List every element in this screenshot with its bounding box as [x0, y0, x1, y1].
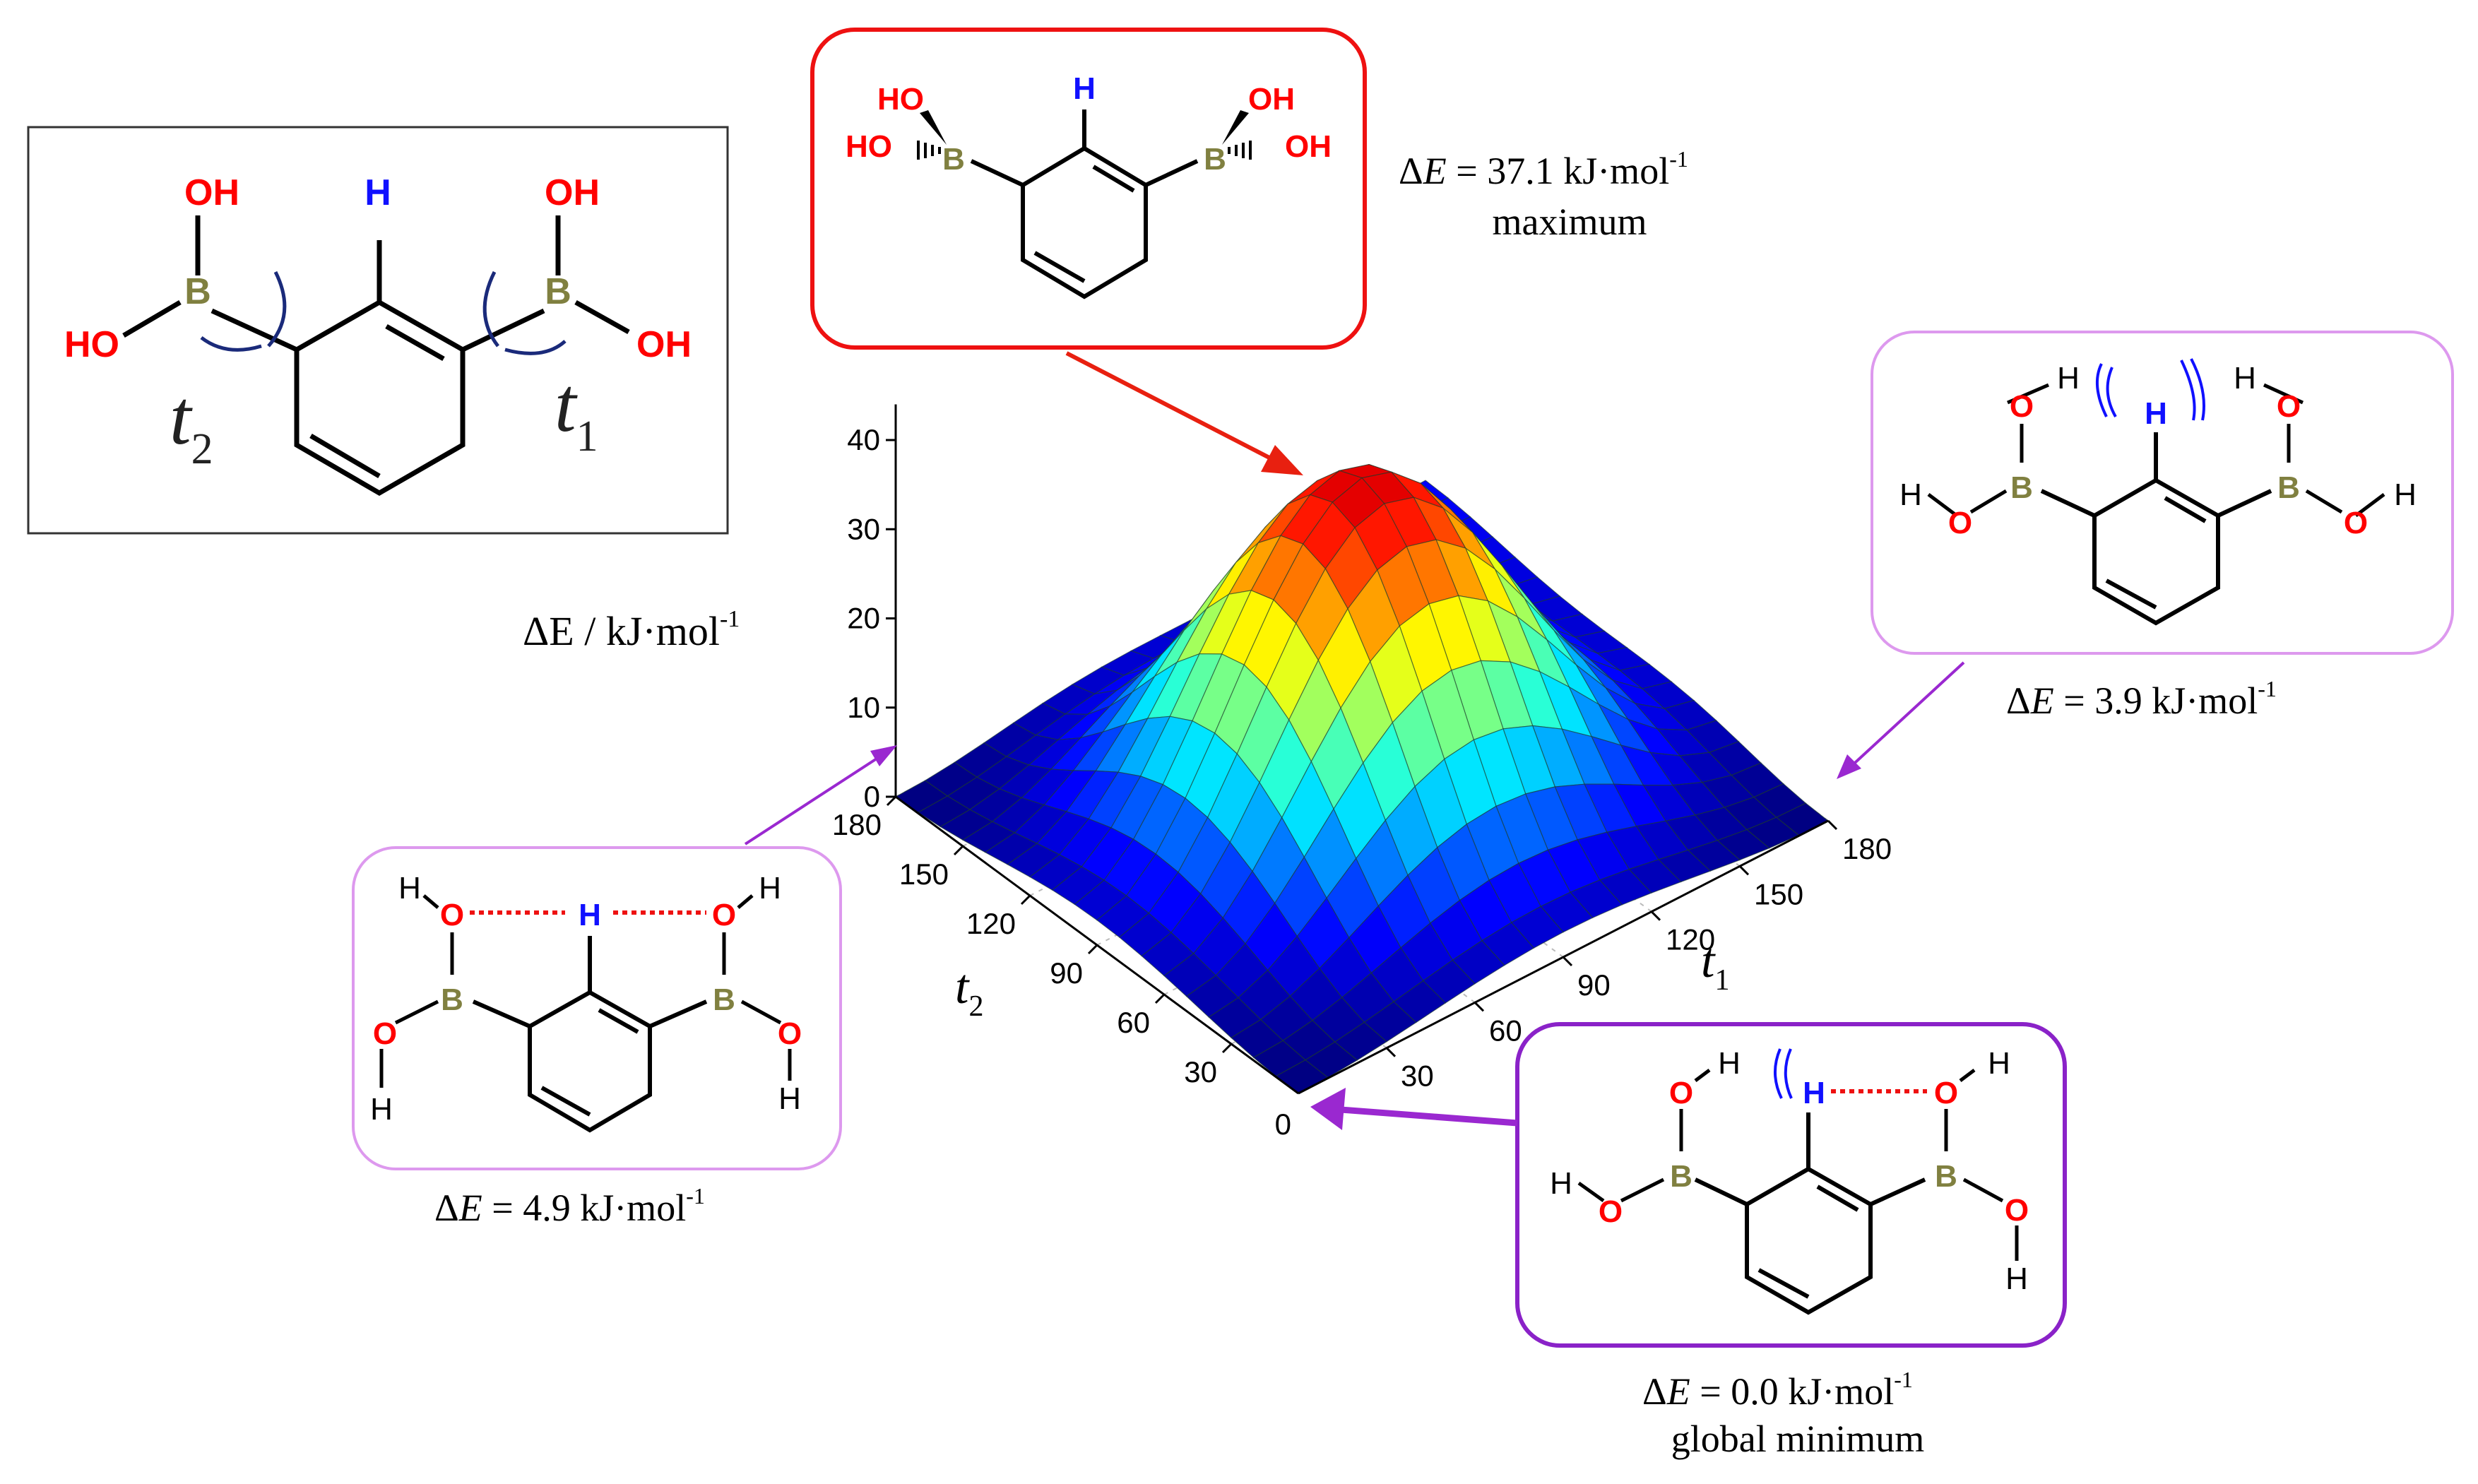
- rotation-arrow-t2: [267, 271, 287, 348]
- legend-ho-left: HO: [64, 324, 119, 365]
- conformer-0-0-caption: global minimum: [1671, 1418, 1925, 1460]
- conf-3-9-h-bottom-left: H: [1899, 477, 1922, 512]
- maximum-energy: ΔE = 37.1 kJ·mol-1: [1399, 146, 1688, 192]
- t1-tick-label: 120: [1666, 923, 1715, 956]
- conf-4-9-h-bottom-right: H: [778, 1081, 801, 1116]
- conf-0-0-o-bottom-right: O: [2005, 1193, 2029, 1228]
- t2-tick-label: 60: [1117, 1006, 1150, 1039]
- conf-4-9-h-bottom-left: H: [370, 1092, 393, 1127]
- torsion-definition-box: H OH OH B B HO OH t2 t1: [27, 126, 729, 535]
- rotation-arrow-t1: [482, 271, 499, 348]
- conf-0-0-h-bottom-left: H: [1550, 1166, 1572, 1201]
- legend-t2-label: t2: [170, 374, 213, 473]
- conf-0-0-h-top-left: H: [1718, 1046, 1741, 1081]
- legend-oh-left: OH: [184, 172, 239, 213]
- maximum-oh-bottom: OH: [1285, 129, 1332, 164]
- t2-tick-label: 90: [1050, 956, 1083, 990]
- conf-4-9-b-right: B: [713, 983, 735, 1017]
- arrow-to-3-9: [1846, 661, 1965, 771]
- maximum-b-left: B: [942, 142, 965, 177]
- conf-0-0-b-right: B: [1935, 1159, 1957, 1194]
- conformer-0-0-frame: [1515, 1022, 2067, 1348]
- t2-axis-label: t2: [955, 960, 983, 1023]
- conf-3-9-o-bottom-right: O: [2344, 506, 2368, 540]
- z-tick-label: 30: [847, 512, 880, 545]
- conf-0-0-b-left: B: [1670, 1159, 1692, 1194]
- legend-oh-right-bottom: OH: [636, 324, 692, 365]
- z-tick-label: 0: [864, 780, 880, 813]
- conformer-4-9-energy: ΔE = 4.9 kJ·mol-1: [434, 1183, 705, 1229]
- origin-tick-label: 0: [1275, 1108, 1291, 1141]
- t1-tick-label: 90: [1577, 968, 1611, 1002]
- z-tick-label: 20: [847, 602, 880, 635]
- conf-4-9-o-top-left: O: [440, 898, 464, 932]
- conf-3-9-o-top-left: O: [2010, 389, 2034, 424]
- conformer-3-9-box: H B B O O O O H H H H: [1871, 331, 2454, 655]
- z-tick-label: 40: [847, 423, 880, 456]
- legend-h-label: H: [364, 172, 391, 213]
- steric-clash-mark-min: [1773, 1048, 1793, 1099]
- conf-4-9-o-bottom-right: O: [778, 1016, 802, 1051]
- conf-4-9-h-top-right: H: [759, 871, 781, 906]
- conf-4-9-h-top-left: H: [398, 871, 421, 906]
- maximum-ho-bottom: HO: [846, 129, 892, 164]
- legend-b-right: B: [545, 271, 571, 312]
- t1-tick-label: 180: [1842, 832, 1892, 865]
- t1-tick-label: 30: [1401, 1059, 1434, 1093]
- t2-tick-label: 120: [966, 907, 1016, 940]
- conf-0-0-h-top-right: H: [1988, 1046, 2010, 1081]
- conf-0-0-o-top-right: O: [1934, 1076, 1958, 1110]
- legend-b-left: B: [184, 271, 211, 312]
- legend-t1-label: t1: [555, 362, 598, 461]
- steric-clash-marks: [2095, 358, 2205, 421]
- t2-tick-label: 150: [899, 857, 949, 891]
- conf-3-9-h-bottom-right: H: [2394, 477, 2417, 512]
- conf-3-9-h-top-right: H: [2234, 361, 2256, 396]
- maximum-h-label: H: [1073, 71, 1096, 106]
- legend-box-frame: [27, 126, 729, 535]
- arrow-to-maximum: [1065, 351, 1294, 472]
- conf-0-0-o-bottom-left: O: [1599, 1194, 1623, 1229]
- maximum-oh-top: OH: [1248, 82, 1295, 117]
- conformer-3-9-energy: ΔE = 3.9 kJ·mol-1: [2006, 676, 2277, 722]
- pointer-arrows: [744, 351, 1965, 1130]
- conf-3-9-o-bottom-left: O: [1948, 506, 1972, 540]
- conf-3-9-o-top-right: O: [2277, 389, 2301, 424]
- conformer-3-9-frame: [1871, 331, 2454, 655]
- conf-3-9-central-h: H: [2145, 396, 2167, 431]
- conf-4-9-o-bottom-left: O: [373, 1016, 397, 1051]
- conf-3-9-b-left: B: [2010, 470, 2033, 505]
- conformer-4-9-frame: [352, 846, 842, 1170]
- maximum-box-frame: [810, 28, 1367, 350]
- energy-surface-mesh: [894, 463, 1830, 1094]
- arrow-to-4-9: [744, 751, 888, 845]
- maximum-ho-top: HO: [877, 82, 924, 117]
- conf-4-9-b-left: B: [441, 983, 463, 1017]
- conf-0-0-h-bottom-right: H: [2005, 1262, 2028, 1296]
- z-tick-label: 10: [847, 691, 880, 724]
- arrow-to-0-0: [1331, 1105, 1518, 1127]
- maximum-caption: maximum: [1493, 201, 1647, 243]
- conf-4-9-central-h: H: [579, 898, 601, 932]
- z-axis-label: ΔE / kJ·mol-1: [523, 606, 740, 654]
- conf-0-0-o-top-left: O: [1669, 1076, 1693, 1110]
- conformer-0-0-energy: ΔE = 0.0 kJ·mol-1: [1642, 1367, 1913, 1413]
- conformer-0-0-box: H B B O O O O H H H H: [1515, 1022, 2067, 1348]
- t2-tick-label: 180: [832, 808, 882, 841]
- legend-oh-right-top: OH: [545, 172, 600, 213]
- t1-tick-label: 150: [1754, 877, 1803, 910]
- t1-tick-label: 60: [1489, 1014, 1522, 1047]
- t2-tick-label: 30: [1184, 1055, 1217, 1088]
- t1-axis-label: t1: [1701, 934, 1729, 997]
- conformer-4-9-box: H B B O O O O H H H H: [352, 846, 842, 1170]
- conf-3-9-b-right: B: [2277, 470, 2300, 505]
- conf-3-9-h-top-left: H: [2057, 361, 2080, 396]
- conf-4-9-o-top-right: O: [712, 898, 736, 932]
- conf-0-0-central-h: H: [1803, 1076, 1825, 1110]
- maximum-conformer-box: H B B HO HO OH OH: [810, 28, 1367, 350]
- maximum-b-right: B: [1204, 142, 1226, 177]
